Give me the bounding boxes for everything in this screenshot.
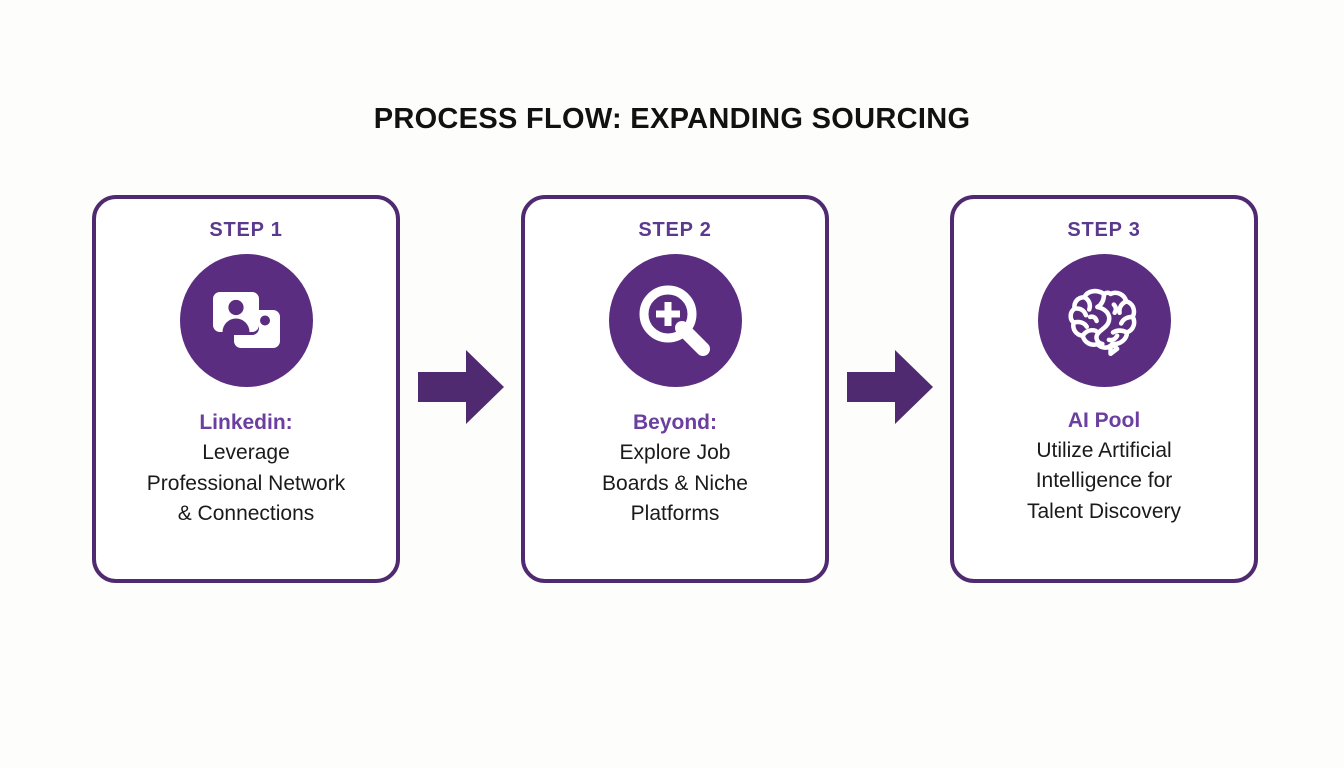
icon-circle-1	[179, 254, 313, 387]
magnifier-plus-icon	[635, 281, 715, 361]
card-body-line-3-1: Utilize Artificial	[1036, 438, 1172, 462]
card-body-line-3-3: Talent Discovery	[1026, 499, 1182, 523]
arrow-step2-to-step3	[846, 350, 933, 424]
card-text-2: Beyond: Explore Job Boards & Niche Platf…	[539, 409, 811, 530]
contact-cards-icon	[205, 280, 287, 362]
brain-icon	[1063, 280, 1145, 362]
card-body-line-1-3: & Connections	[177, 502, 315, 526]
card-heading-3: AI Pool	[1067, 409, 1141, 432]
card-text-3: AI Pool Utilize Artificial Intelligence …	[968, 407, 1240, 527]
step-card-1[interactable]: STEP 1 Linke	[92, 195, 400, 583]
card-body-line-2-2: Boards & Niche	[602, 471, 748, 495]
card-heading-2: Beyond:	[633, 411, 717, 434]
card-body-line-1-1: Leverage	[202, 440, 290, 464]
step-label-3: STEP 3	[1067, 219, 1141, 241]
card-body-line-2-3: Platforms	[630, 502, 720, 526]
card-body-line-2-1: Explore Job	[619, 440, 731, 464]
step-card-2[interactable]: STEP 2 Beyond: Explore Job	[521, 195, 829, 583]
card-body-line-3-2: Intelligence for	[1035, 469, 1173, 493]
icon-circle-3	[1037, 254, 1171, 387]
page-title: PROCESS FLOW: EXPANDING SOURCING	[373, 103, 971, 135]
card-text-1: Linkedin: Leverage Professional Network …	[110, 409, 382, 530]
step-card-3[interactable]: STEP 3	[950, 195, 1258, 583]
step-label-1: STEP 1	[209, 219, 283, 241]
card-body-line-1-2: Professional Network	[146, 471, 346, 495]
process-flow-row: STEP 1 Linke	[92, 195, 1258, 585]
icon-circle-2	[608, 254, 742, 387]
step-label-2: STEP 2	[638, 219, 712, 241]
arrow-step1-to-step2	[417, 350, 504, 424]
card-heading-1: Linkedin:	[199, 411, 293, 434]
